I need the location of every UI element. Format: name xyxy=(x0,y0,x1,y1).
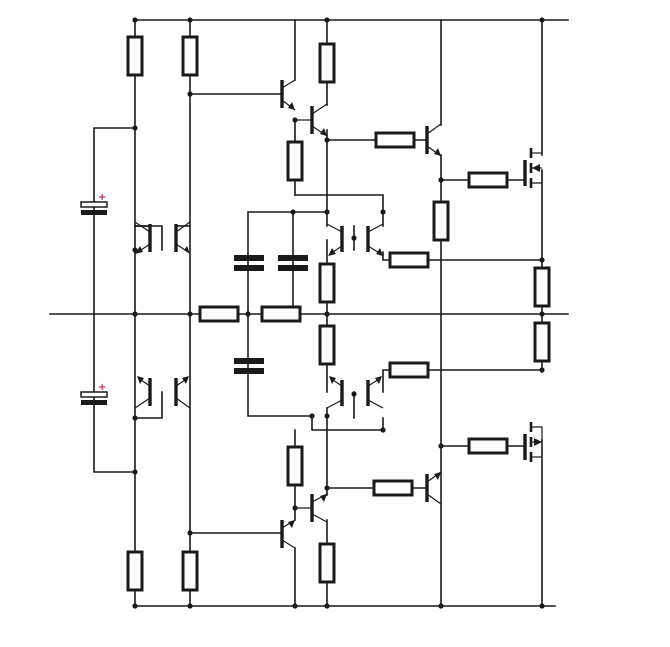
capacitor xyxy=(234,255,264,271)
capacitor xyxy=(234,358,264,374)
resistor xyxy=(432,200,450,242)
bjt-transistor xyxy=(326,376,344,409)
resistor xyxy=(318,324,336,366)
capacitors: + + xyxy=(80,192,308,405)
resistor xyxy=(181,550,199,592)
junctions xyxy=(132,17,545,609)
resistor xyxy=(286,445,304,487)
resistor xyxy=(318,42,336,84)
resistor xyxy=(467,437,509,455)
resistor xyxy=(374,131,416,149)
transistors xyxy=(134,79,543,549)
bjt-transistor xyxy=(280,79,296,111)
polarity-mark: + xyxy=(98,192,106,203)
resistor xyxy=(372,479,414,497)
bjt-transistor xyxy=(366,223,384,256)
resistor xyxy=(126,550,144,592)
resistors xyxy=(126,35,551,592)
electrolytic-capacitor: + xyxy=(80,192,108,215)
bjt-transistor xyxy=(326,223,344,256)
bjt-transistor xyxy=(295,103,328,137)
resistor xyxy=(181,35,199,77)
resistor xyxy=(198,305,240,323)
resistor xyxy=(467,171,509,189)
bjt-transistor xyxy=(174,221,191,254)
resistor xyxy=(286,140,304,182)
mosfet xyxy=(523,148,543,188)
bjt-transistor xyxy=(295,493,328,523)
bjt-transistor xyxy=(425,123,442,157)
polarity-mark: + xyxy=(98,382,106,393)
resistor xyxy=(318,542,336,584)
bjt-transistor xyxy=(134,376,152,409)
bjt-transistor xyxy=(174,376,191,409)
resistor xyxy=(126,35,144,77)
resistor xyxy=(533,321,551,363)
resistor xyxy=(388,361,430,379)
bjt-transistor xyxy=(366,376,384,409)
bjt-transistor xyxy=(134,221,152,254)
resistor xyxy=(260,305,302,323)
bjt-transistor xyxy=(425,471,442,505)
wires xyxy=(49,19,569,607)
resistor xyxy=(318,262,336,304)
electrolytic-capacitor: + xyxy=(80,382,108,405)
bjt-transistor xyxy=(280,519,296,549)
resistor xyxy=(388,251,430,269)
resistor xyxy=(533,266,551,308)
capacitor xyxy=(278,255,308,271)
mosfet xyxy=(523,422,543,462)
